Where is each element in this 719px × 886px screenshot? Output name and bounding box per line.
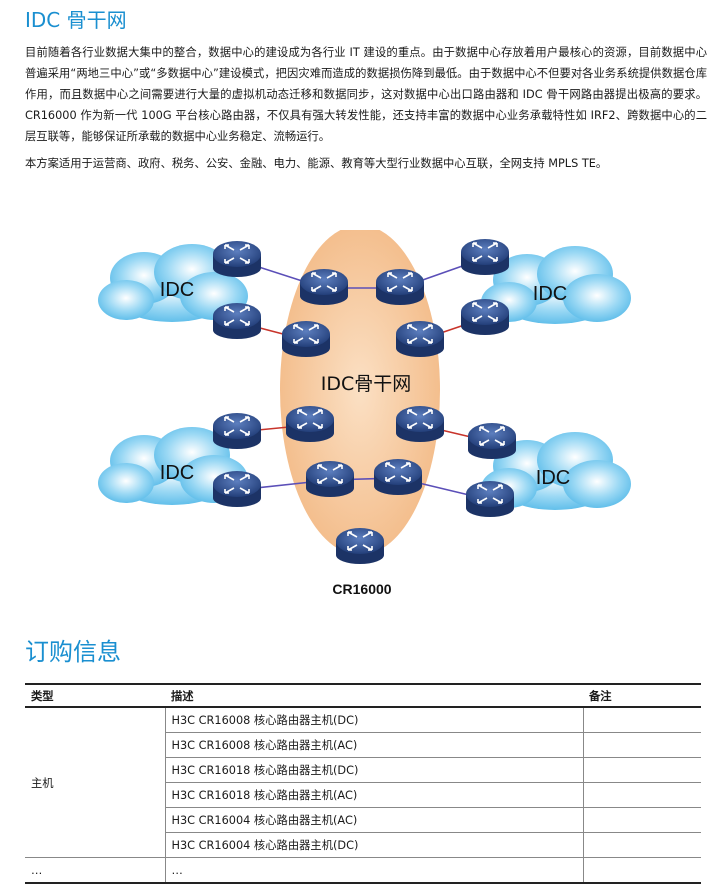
remarks-cell (582, 757, 701, 783)
remarks-cell (582, 782, 701, 808)
router-legend-icon (335, 527, 385, 565)
cloud-label: IDC (533, 283, 567, 305)
description-cell: H3C CR16018 核心路由器主机(AC) (164, 782, 583, 808)
scope-paragraph: 本方案适用于运营商、政府、税务、公安、金融、电力、能源、教育等大型行业数据中心互… (25, 157, 608, 170)
table-row: H3C CR16008 核心路由器主机(AC) (25, 732, 701, 758)
table-row: … … (25, 857, 701, 884)
description-cell: H3C CR16004 核心路由器主机(DC) (164, 832, 583, 858)
table-row: 主机 H3C CR16008 核心路由器主机(DC) (25, 707, 701, 858)
remarks-cell (582, 832, 701, 858)
router-icon (460, 238, 510, 276)
table-header-row: 类型 描述 备注 (25, 683, 701, 708)
table-row: H3C CR16004 核心路由器主机(DC) (25, 832, 701, 858)
router-icon (212, 412, 262, 450)
order-table: 类型 描述 备注 主机 H3C CR16008 核心路由器主机(DC) H3C … (25, 683, 701, 884)
router-icon (299, 268, 349, 306)
section-title-idc: IDC 骨干网 (25, 8, 127, 32)
backbone-label: IDC骨干网 (321, 373, 412, 395)
router-icon (465, 480, 515, 518)
router-icon (305, 460, 355, 498)
remarks-cell (582, 807, 701, 833)
router-icon (460, 298, 510, 336)
legend-label: CR16000 (332, 581, 391, 597)
remarks-cell (582, 857, 701, 884)
table-row: H3C CR16018 核心路由器主机(DC) (25, 757, 701, 783)
router-icon (212, 302, 262, 340)
description-cell: H3C CR16008 核心路由器主机(DC) (164, 707, 583, 733)
type-cell: … (25, 857, 165, 884)
remarks-cell (582, 707, 701, 733)
router-icon (395, 320, 445, 358)
description-cell: H3C CR16004 核心路由器主机(AC) (164, 807, 583, 833)
description-cell: H3C CR16018 核心路由器主机(DC) (164, 757, 583, 783)
description-cell: H3C CR16008 核心路由器主机(AC) (164, 732, 583, 758)
router-icon (373, 458, 423, 496)
remarks-cell (582, 732, 701, 758)
router-icon (375, 268, 425, 306)
header-description: 描述 (165, 683, 583, 708)
description-cell: … (164, 857, 583, 884)
table-row: H3C CR16004 核心路由器主机(AC) (25, 807, 701, 833)
cloud-label: IDC (536, 467, 570, 489)
router-icon (212, 470, 262, 508)
router-icon (467, 422, 517, 460)
group-cell: 主机 (25, 707, 165, 858)
router-icon (281, 320, 331, 358)
router-icon (285, 405, 335, 443)
router-icon (395, 405, 445, 443)
header-remarks: 备注 (583, 683, 701, 708)
header-type: 类型 (25, 683, 165, 708)
cloud-label: IDC (160, 279, 194, 301)
idc-network-diagram: IDC IDC IDC IDC IDC骨干网 CR16000 (98, 230, 631, 597)
intro-paragraph: 目前随着各行业数据大集中的整合，数据中心的建设成为各行业 IT 建设的重点。由于… (25, 46, 707, 143)
cloud-label: IDC (160, 462, 194, 484)
section-title-order: 订购信息 (25, 638, 121, 666)
table-row: H3C CR16018 核心路由器主机(AC) (25, 782, 701, 808)
router-icon (212, 240, 262, 278)
